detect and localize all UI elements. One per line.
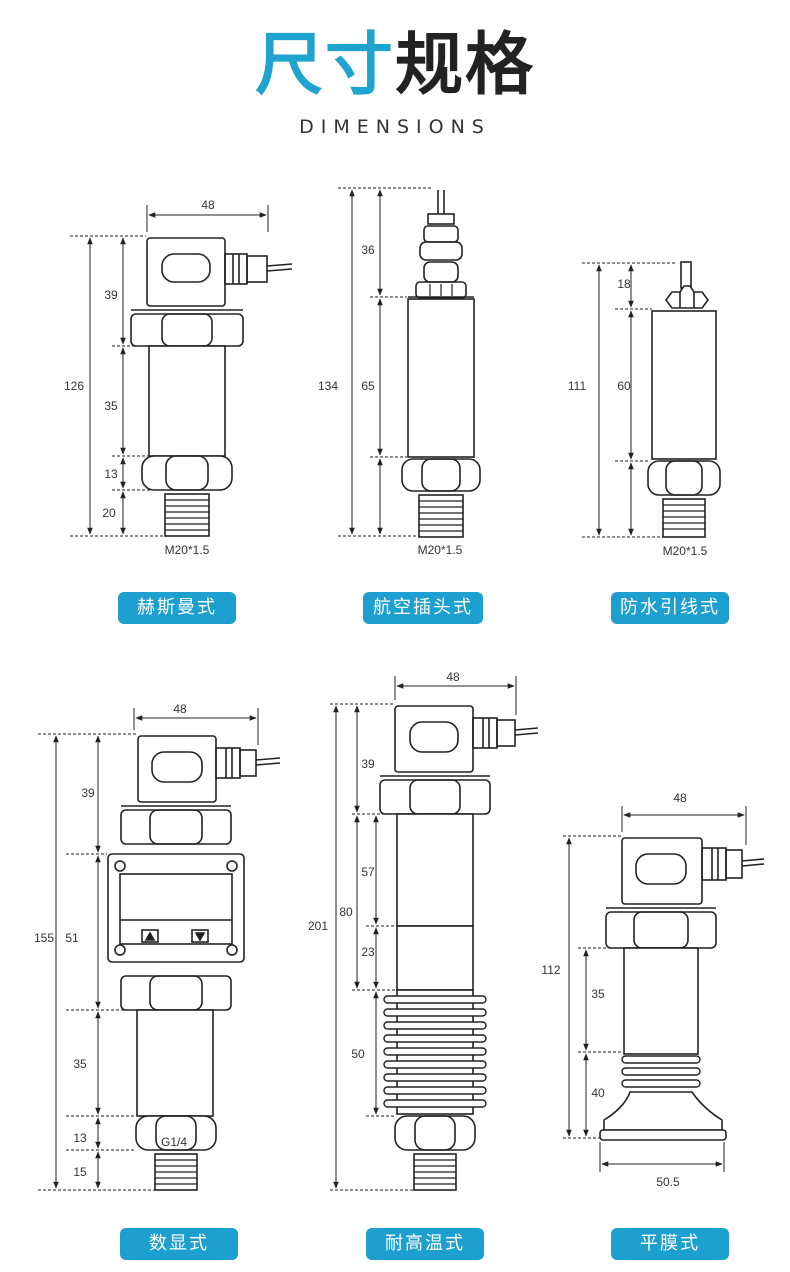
dim-text: 39 (361, 757, 375, 771)
dims-high-temperature (330, 676, 517, 1191)
drawing-hirschmann (130, 237, 293, 537)
dim-text: 13 (73, 1131, 87, 1145)
title-part2: 规格 (395, 26, 536, 105)
thread-text: M20*1.5 (663, 544, 708, 558)
model-label-high-temperature: 耐高温式 (366, 1228, 484, 1260)
dim-text: 65 (361, 379, 375, 393)
model-label-hirschmann: 赫斯曼式 (118, 592, 236, 624)
drawing-digital-display (107, 735, 281, 1191)
thread-text: M20*1.5 (418, 543, 463, 557)
drawing-flat-membrane (599, 837, 765, 1141)
dims-hirschmann (70, 205, 269, 537)
dim-text: 15 (73, 1165, 87, 1179)
thread-text: G1/4 (161, 1135, 187, 1149)
dim-text: 48 (173, 702, 187, 716)
dim-text: 50.5 (656, 1175, 680, 1189)
title-part1: 尺寸 (254, 26, 395, 105)
dim-text: 48 (201, 198, 215, 212)
dim-text: 50 (351, 1047, 365, 1061)
dim-text: 126 (64, 379, 84, 393)
dim-text: 111 (568, 379, 587, 393)
dim-text: 39 (81, 786, 95, 800)
dim-text: 60 (617, 379, 631, 393)
dim-text: 57 (361, 865, 375, 879)
model-label-digital-display: 数显式 (120, 1228, 238, 1260)
dim-text: 13 (104, 467, 118, 481)
dim-text: 40 (591, 1086, 605, 1100)
dim-text: 35 (591, 987, 605, 1001)
dim-text: 20 (102, 506, 116, 520)
dims-flat-membrane (563, 806, 747, 1172)
drawing-waterproof-lead (647, 261, 721, 538)
dim-text: 155 (34, 931, 54, 945)
drawing-high-temperature (379, 705, 539, 1191)
dim-text: 134 (318, 379, 338, 393)
dim-text: 18 (617, 277, 631, 291)
dim-text: 112 (541, 963, 560, 977)
dim-text: 80 (339, 905, 353, 919)
drawing-aviation-plug (401, 190, 481, 538)
page-title: 尺寸规格 (0, 28, 790, 104)
dim-text: 51 (65, 931, 79, 945)
dim-text: 35 (73, 1057, 87, 1071)
dim-text: 36 (361, 243, 375, 257)
dims-waterproof-lead (582, 262, 676, 538)
dim-text: 39 (104, 288, 118, 302)
model-label-aviation-plug: 航空插头式 (363, 592, 483, 624)
dim-text: 201 (308, 919, 328, 933)
model-label-flat-membrane: 平膜式 (611, 1228, 729, 1260)
dim-text: 23 (361, 945, 375, 959)
page-subtitle: DIMENSIONS (299, 116, 491, 138)
dims-digital-display (38, 708, 259, 1191)
dim-text: 35 (104, 399, 118, 413)
thread-text: M20*1.5 (165, 543, 210, 557)
dims-aviation-plug (338, 187, 432, 537)
dim-text: 48 (446, 670, 460, 684)
dim-text: 48 (673, 791, 687, 805)
model-label-waterproof-lead: 防水引线式 (611, 592, 729, 624)
